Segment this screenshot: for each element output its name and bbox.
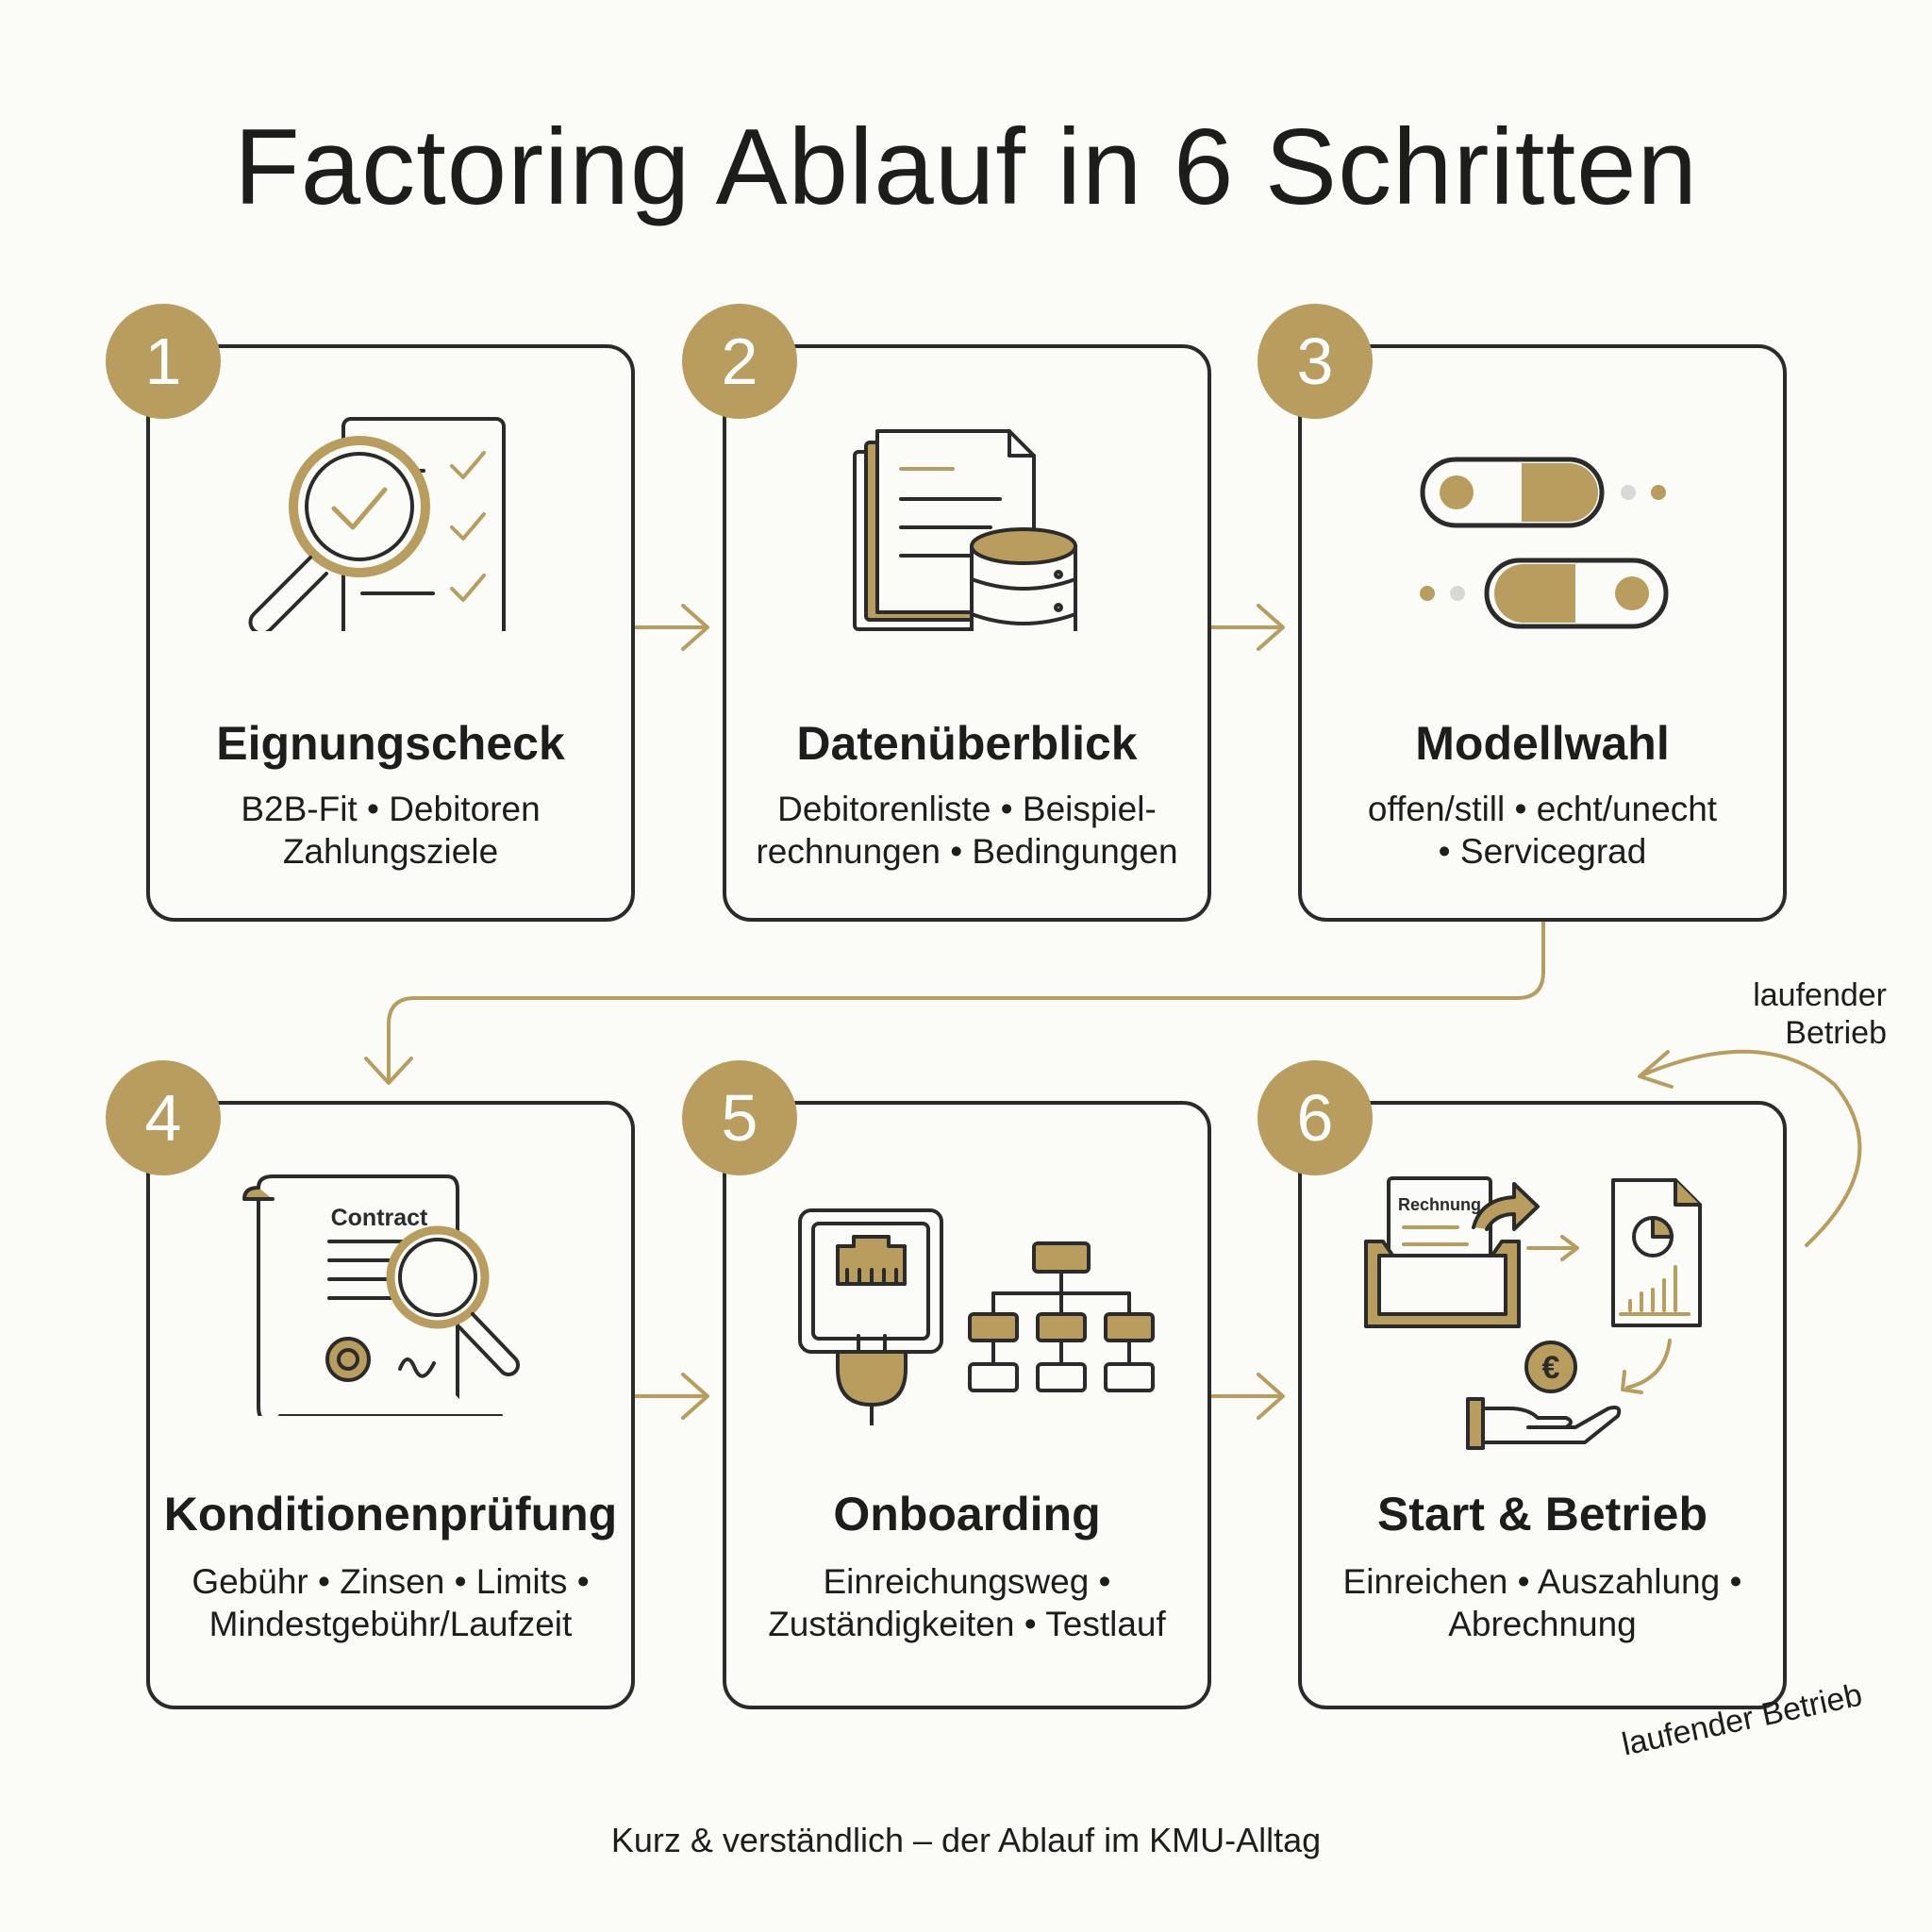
step-title-5: Onboarding <box>833 1488 1101 1541</box>
step-badge-6: 6 <box>1257 1060 1373 1175</box>
arrow-3-to-4-head <box>364 1057 413 1085</box>
loop-label-top: laufender Betrieb <box>1698 976 1887 1052</box>
step-description-3-line-1: offen/still • echt/unecht <box>1367 790 1718 828</box>
loop-label-top-line-1: laufender <box>1753 977 1887 1013</box>
arrow-4-to-5-head <box>681 1373 709 1420</box>
toggle-switches-icon <box>1420 457 1669 629</box>
step-description-1-line-2: Zahlungsziele <box>282 832 499 871</box>
step-description-2-line-2: rechnungen • Bedingungen <box>756 832 1178 871</box>
contract-label: Contract <box>331 1205 428 1231</box>
step-description-3: offen/still • echt/unecht • Servicegrad <box>1311 788 1774 873</box>
footer-caption: Kurz & verständlich – der Ablauf im KMU-… <box>610 1821 1322 1859</box>
step-description-2-line-1: Debitorenliste • Beispiel- <box>777 790 1157 828</box>
plug-network-icon <box>798 1208 1155 1425</box>
arrow-2-to-3-head <box>1257 604 1285 651</box>
step-description-4-line-1: Gebühr • Zinsen • Limits • <box>192 1562 590 1601</box>
step-card-5: 5 Onboarding Einreichungsweg • Zuständig… <box>682 1060 1211 1709</box>
step-description-1: B2B-Fit • Debitoren Zahlungsziele <box>159 788 622 873</box>
page-title: Factoring Ablauf in 6 Schritten <box>234 108 1698 227</box>
step-description-4: Gebühr • Zinsen • Limits • Mindestgebühr… <box>159 1560 622 1645</box>
step-badge-5: 5 <box>682 1060 797 1175</box>
step-card-3: 3 Modellwahl offen/still • echt/unecht •… <box>1257 304 1787 922</box>
step-description-5-line-2: Zuständigkeiten • Testlauf <box>768 1605 1166 1643</box>
euro-symbol: € <box>1542 1350 1560 1386</box>
step-description-2: Debitorenliste • Beispiel- rechnungen • … <box>736 788 1198 873</box>
arrow-5-to-6-head <box>1257 1373 1285 1420</box>
step-badge-3: 3 <box>1257 304 1373 419</box>
step-description-1-line-1: B2B-Fit • Debitoren <box>241 790 541 828</box>
loop-arrow <box>1640 1049 1862 1247</box>
step-title-2: Datenüberblick <box>796 717 1138 770</box>
step-card-2: 2 Datenüberblick Debitorenliste • Beispi… <box>682 304 1211 922</box>
invoice-label: Rechnung <box>1398 1195 1481 1214</box>
step-title-1: Eignungscheck <box>216 717 565 770</box>
step-badge-2: 2 <box>682 304 797 419</box>
step-card-4: Contract 4 Konditionenprüfung Gebühr • Z… <box>106 1060 635 1709</box>
step-description-6: Einreichen • Auszahlung • Abrechnung <box>1311 1560 1774 1645</box>
invoice-payout-icon: Rechnung € <box>1364 1176 1702 1450</box>
step-title-3: Modellwahl <box>1415 717 1670 770</box>
step-title-6: Start & Betrieb <box>1376 1488 1708 1541</box>
loop-label-top-line-2: Betrieb <box>1785 1015 1887 1051</box>
step-badge-4: 4 <box>106 1060 221 1175</box>
step-card-6: Rechnung € 6 Start & Betrieb Einreichen … <box>1257 1060 1787 1709</box>
arrow-3-to-4 <box>387 920 1545 1082</box>
contract-magnifier-icon: Contract <box>242 1174 520 1416</box>
step-description-3-line-2: • Servicegrad <box>1438 832 1647 871</box>
loop-arrow-head <box>1638 1050 1674 1089</box>
step-description-6-line-2: Abrechnung <box>1448 1605 1637 1643</box>
step-description-5-line-1: Einreichungsweg • <box>823 1562 1111 1601</box>
step-description-5: Einreichungsweg • Zuständigkeiten • Test… <box>736 1560 1198 1645</box>
step-description-4-line-2: Mindestgebühr/Laufzeit <box>208 1605 573 1643</box>
step-card-1: 1 Eignungscheck B2B-Fit • Debitoren Zahl… <box>106 304 635 922</box>
step-title-4: Konditionenprüfung <box>163 1488 618 1541</box>
documents-database-icon <box>853 429 1077 631</box>
step-description-6-line-1: Einreichen • Auszahlung • <box>1342 1562 1742 1601</box>
arrow-1-to-2-head <box>681 604 709 651</box>
magnifier-checklist-icon <box>248 417 506 631</box>
step-badge-1: 1 <box>106 304 221 419</box>
